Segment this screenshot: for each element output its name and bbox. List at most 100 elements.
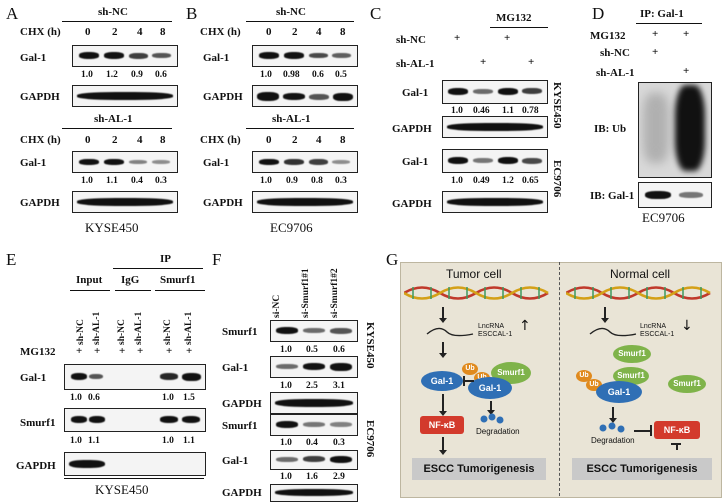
plus: + (454, 32, 461, 44)
timepoint: 0 (85, 26, 91, 38)
panel-letter-c: C (370, 4, 382, 23)
timepoint: 0 (266, 26, 272, 38)
gal1-node: Gal-1 (596, 381, 642, 403)
row-label-gal1: Gal-1 (402, 87, 429, 99)
cell-line-label: EC9706 (642, 210, 685, 225)
plus: + (94, 345, 101, 357)
dna-helix-icon (566, 286, 711, 300)
western-blot (252, 85, 358, 107)
arrow-down-icon (439, 307, 446, 323)
rna-strand-icon (589, 327, 637, 337)
up-arrow-icon: ↑ (519, 318, 531, 334)
quant-value: 1.0 (260, 70, 272, 80)
arrow-down-icon (609, 407, 616, 423)
treatment-label: MG132 (496, 12, 532, 24)
cell-line-label: EC9706 (270, 220, 313, 235)
panel-letter-f: F (212, 250, 222, 269)
quant-value: 0.78 (522, 106, 539, 116)
western-blot (252, 45, 358, 67)
chx-label: CHX (h) (20, 134, 61, 146)
plus: + (137, 345, 144, 357)
cell-line-label: KYSE450 (95, 482, 149, 497)
smurf1-node: Smurf1 (613, 345, 651, 363)
lane-label: si-Smurf1#2 (330, 268, 340, 318)
plus: + (76, 345, 83, 357)
igg-label: IgG (121, 274, 140, 286)
smurf1-label: Smurf1 (160, 274, 196, 286)
quant-value: 1.0 (280, 472, 292, 482)
arrow-down-icon (439, 437, 446, 455)
divider (559, 262, 560, 496)
western-blot (442, 149, 548, 173)
row-label-smurf1: Smurf1 (20, 417, 56, 429)
western-blot (270, 356, 358, 378)
timepoint: 4 (316, 134, 322, 146)
quant-value: 0.6 (155, 70, 167, 80)
western-blot (64, 364, 206, 390)
input-label: Input (76, 274, 103, 286)
timepoint: 8 (160, 134, 166, 146)
quant-value: 1.0 (162, 436, 174, 446)
row-label-gal1: Gal-1 (222, 455, 249, 467)
western-blot (252, 151, 358, 173)
ub-blot (638, 82, 712, 178)
quant-value: 0.98 (283, 70, 300, 80)
quant-value: 0.3 (155, 176, 167, 186)
western-blot (442, 80, 548, 104)
quant-value: 0.3 (333, 438, 345, 448)
row-label-gal1: Gal-1 (20, 52, 47, 64)
row-label-gal1: Gal-1 (222, 362, 249, 374)
panel-letter-d: D (592, 4, 605, 23)
quant-value: 0.6 (333, 345, 345, 355)
lane-label: sh-AL-1 (184, 311, 194, 345)
degradation-label: Degradation (476, 427, 520, 436)
quant-value: 1.2 (106, 70, 118, 80)
quant-value: 1.0 (280, 438, 292, 448)
row-label-gal1: Gal-1 (203, 52, 230, 64)
lane-label: si-NC (272, 294, 282, 318)
quant-value: 0.4 (131, 176, 143, 186)
plus: + (683, 28, 690, 40)
row-sh-nc: sh-NC (396, 34, 426, 46)
lane-label: sh-AL-1 (134, 311, 144, 345)
western-blot (252, 191, 358, 213)
rna-strand-icon (426, 327, 474, 337)
inhibition-icon (464, 380, 474, 382)
quant-value: 2.5 (306, 381, 318, 391)
western-blot (270, 450, 358, 470)
row-label-gapdh: GAPDH (203, 91, 243, 103)
smurf1-node: Smurf1 (613, 367, 649, 385)
quant-value: 1.6 (306, 472, 318, 482)
row-label-gapdh: GAPDH (392, 123, 432, 135)
nfkb-node: NF-κB (654, 421, 700, 439)
panel-letter-e: E (6, 250, 17, 269)
quant-value: 0.9 (286, 176, 298, 186)
quant-value: 1.0 (162, 393, 174, 403)
plus: + (480, 56, 487, 68)
row-mg132: MG132 (590, 30, 626, 42)
western-blot (72, 191, 178, 213)
timepoint: 4 (137, 134, 143, 146)
quant-value: 1.0 (451, 106, 463, 116)
ib-ub-label: IB: Ub (594, 123, 627, 135)
row-sh-nc: sh-NC (600, 47, 630, 59)
quant-value: 1.0 (280, 381, 292, 391)
western-blot (638, 182, 712, 208)
lane-label: sh-NC (163, 319, 173, 345)
cell-line-ec9706: EC9706 (364, 420, 376, 458)
quant-value: 1.0 (260, 176, 272, 186)
group-label: sh-AL-1 (94, 113, 133, 125)
group-label: sh-NC (98, 6, 128, 18)
degradation-icon (599, 422, 625, 433)
quant-value: 1.0 (451, 176, 463, 186)
panel-letter-a: A (6, 4, 19, 23)
ip-label: IP: Gal-1 (640, 8, 684, 20)
row-label-gapdh: GAPDH (20, 91, 60, 103)
timepoint: 4 (316, 26, 322, 38)
quant-value: 3.1 (333, 381, 345, 391)
plus: + (528, 56, 535, 68)
tumor-cell-title: Tumor cell (446, 267, 502, 281)
panel-letter-g: G (386, 250, 399, 269)
